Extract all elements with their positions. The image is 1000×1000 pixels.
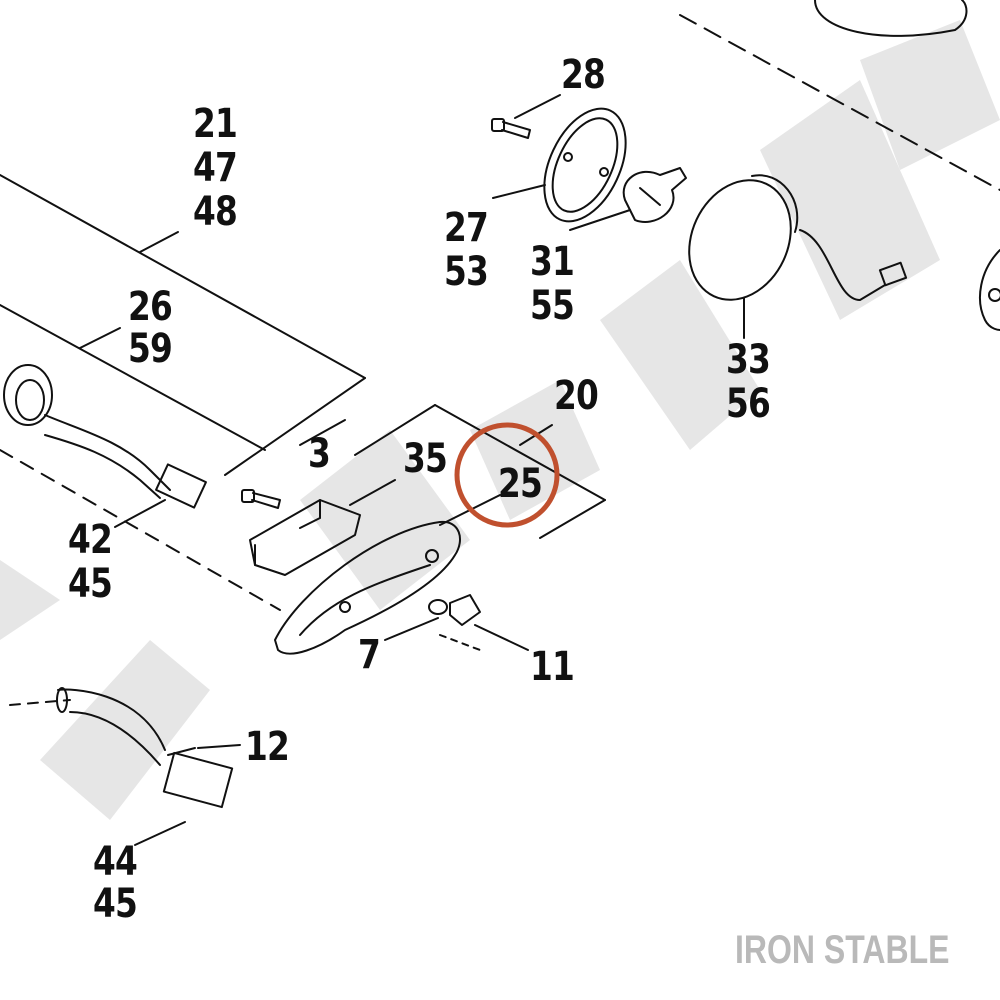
- callout-28: 28: [561, 52, 606, 98]
- callout-3: 3: [308, 431, 331, 477]
- callout-45-upper: 45: [68, 561, 113, 607]
- callout-26: 26: [128, 284, 173, 330]
- bracket-35: [249, 499, 361, 576]
- callout-53: 53: [444, 249, 489, 295]
- callout-44: 44: [93, 839, 138, 885]
- callout-21: 21: [193, 101, 238, 147]
- callout-33: 33: [726, 337, 771, 383]
- callout-27: 27: [444, 205, 489, 251]
- callout-42: 42: [68, 517, 113, 563]
- callout-20: 20: [554, 373, 599, 419]
- callout-55: 55: [530, 283, 575, 329]
- callout-25: 25: [498, 461, 543, 507]
- tail-lamp-lens: [274, 520, 461, 655]
- callout-56: 56: [726, 381, 771, 427]
- callout-45-lower: 45: [93, 881, 138, 927]
- diagonal-watermark: [0, 20, 1000, 820]
- leader-lines: [0, 14, 1000, 846]
- callout-31: 31: [530, 239, 575, 285]
- screw-3: [241, 489, 281, 509]
- right-edge-part: [979, 249, 1000, 331]
- callout-47: 47: [193, 145, 238, 191]
- callout-12: 12: [245, 724, 290, 770]
- callout-48: 48: [193, 189, 238, 235]
- bezel-ring: [543, 107, 627, 223]
- bulb: [622, 167, 687, 223]
- callout-35: 35: [403, 436, 448, 482]
- mirror-housing-outline: [814, 0, 968, 37]
- turn-signal-housing: [688, 174, 908, 301]
- callout-7: 7: [358, 632, 381, 678]
- brand-watermark: IRON STABLE: [735, 928, 950, 972]
- screw-28: [491, 118, 531, 139]
- washer-nut: [428, 594, 481, 626]
- socket-harness: [3, 364, 207, 509]
- callout-59: 59: [128, 326, 173, 372]
- highlight-circle: [454, 422, 560, 528]
- callout-11: 11: [530, 644, 575, 690]
- connector-12: [56, 687, 234, 809]
